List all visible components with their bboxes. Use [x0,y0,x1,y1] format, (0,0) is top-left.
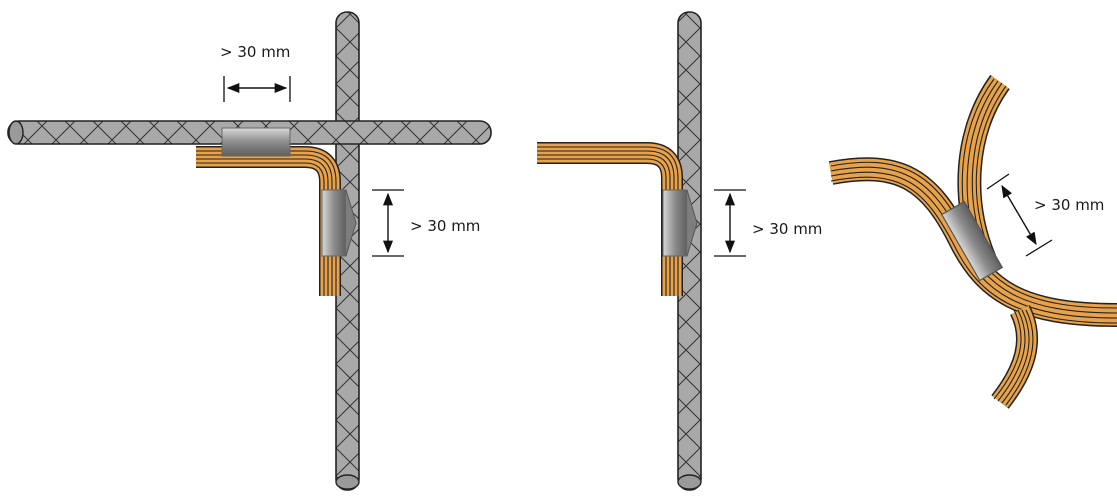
middle-vertical-clamp [662,189,698,257]
left-horizontal-clamp [221,127,291,157]
right-diagonal-clamp [940,200,1004,282]
left-horizontal-dimension: > 30 mm [220,43,291,102]
middle-group: > 30 mm [537,11,822,491]
left-vertical-dimension-label: > 30 mm [410,217,480,235]
right-ribbon-cable-bottom-branch [991,305,1038,409]
middle-vertical-dimension: > 30 mm [714,189,822,257]
left-group: > 30 mm > 30 mm [7,11,492,491]
left-horizontal-dimension-label: > 30 mm [220,43,290,61]
right-diagonal-dimension-label: > 30 mm [1034,196,1104,214]
right-diagonal-dimension: > 30 mm [986,173,1104,257]
middle-ribbon-cable [537,142,683,296]
left-vertical-dimension: > 30 mm [372,189,480,257]
left-vertical-clamp [321,189,357,257]
right-group: > 30 mm [828,74,1117,409]
left-ribbon-cable [196,146,341,296]
middle-vertical-dimension-label: > 30 mm [752,220,822,238]
